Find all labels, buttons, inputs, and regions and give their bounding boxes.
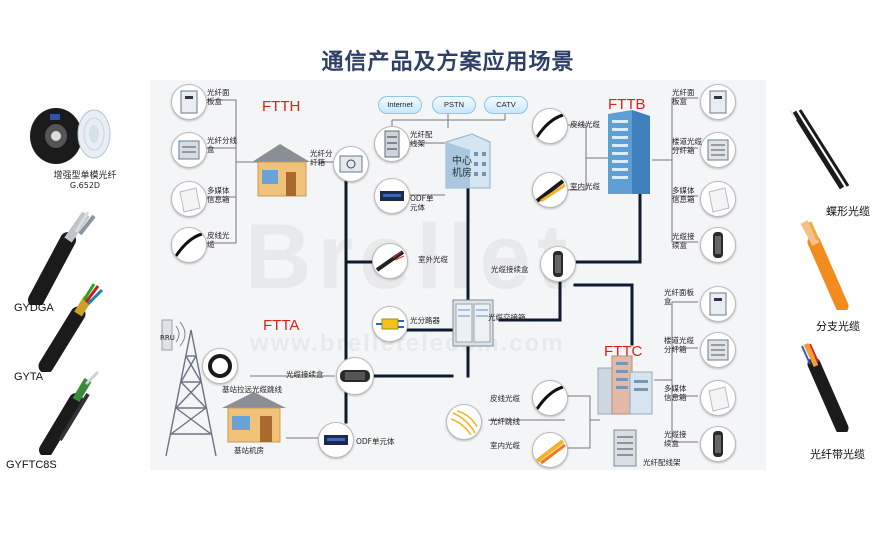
odf-unit-icon <box>374 178 410 214</box>
label-ftth-panel: 光纤面 板盒 <box>207 88 230 106</box>
central-office-label: 中心 机房 <box>452 156 472 179</box>
cable-branch-image <box>800 220 849 310</box>
label-closure-center: 光缆接续盒 <box>491 265 529 274</box>
product-fiber-name: 增强型单模光纤 <box>53 171 117 181</box>
label-ftth-drop: 皮线光 缆 <box>207 231 230 249</box>
ftth-drop-cable-icon <box>171 227 207 263</box>
label-fttb-panel: 光纤面 板盒 <box>672 88 695 106</box>
fttb-indoor-cable-icon <box>532 172 568 208</box>
label-odf-unit-ftta: ODF单元体 <box>356 437 395 446</box>
cable-gyftc8s-image <box>39 370 100 455</box>
central-office-building <box>445 133 491 189</box>
label-fttb-media: 多媒体 信息箱 <box>672 186 695 204</box>
label-fttc-jumper: 光纤跳线 <box>490 417 520 426</box>
fttc-frame-cabinet <box>613 429 637 467</box>
label-fttc-panel: 光纤面板 盒 <box>664 288 694 306</box>
ftta-odf-unit-icon <box>318 422 354 458</box>
fttc-buildings <box>597 355 653 415</box>
ftta-tower <box>161 319 217 457</box>
fttc-jumper-icon <box>446 404 482 440</box>
fttb-media-box-icon <box>700 181 736 217</box>
label-fttc-media: 多媒体 信息箱 <box>664 384 687 402</box>
outdoor-cable-icon <box>372 243 408 279</box>
product-gyta-label: GYTA <box>14 371 44 383</box>
product-branch-label: 分支光缆 <box>816 320 860 333</box>
ftth-panel-box-icon <box>171 84 207 120</box>
fttc-drop-cable-icon <box>532 380 568 416</box>
label-fttc-floor: 楼道光缆 分纤箱 <box>664 336 694 354</box>
cloud-pstn: PSTN <box>432 96 476 114</box>
label-fttb-floor: 楼道光缆 分纤箱 <box>672 137 702 155</box>
fiber-spool-image <box>30 108 111 164</box>
label-fttb-indoor: 室内光缆 <box>570 182 600 191</box>
fttb-caption: FTTB <box>608 96 646 113</box>
base-station-room <box>222 392 286 443</box>
label-splitter: 光分路器 <box>410 316 440 325</box>
cloud-internet: Internet <box>378 96 422 114</box>
fttc-panel-box-icon <box>700 286 736 322</box>
label-fttc-indoor: 室内光缆 <box>490 441 520 450</box>
ftta-caption: FTTA <box>263 317 300 334</box>
label-fttc-drop: 皮线光缆 <box>490 394 520 403</box>
ftth-media-box-icon <box>171 181 207 217</box>
cloud-catv: CATV <box>484 96 528 114</box>
rru-label: RRU <box>160 334 175 342</box>
product-gyftc8s-label: GYFTC8S <box>6 459 57 471</box>
watermark-url: www.brelletelecom.com <box>250 330 565 357</box>
splitter-icon <box>372 306 408 342</box>
label-fttb-drop: 皮线光缆 <box>570 120 600 129</box>
label-odf-unit: ODF单 元体 <box>410 194 434 212</box>
fttb-closure-icon <box>540 246 576 282</box>
cable-butterfly-image <box>789 109 850 190</box>
label-base-room: 基站机房 <box>234 446 264 455</box>
product-fiber-sub: G.652D <box>69 181 101 190</box>
product-gydga-label: GYDGA <box>14 302 54 314</box>
cable-ribbon-image <box>801 342 849 432</box>
label-fttc-closure: 光缆接 续盒 <box>664 430 687 448</box>
ftth-house <box>252 144 310 197</box>
label-ftth-media: 多媒体 信息箱 <box>207 186 230 204</box>
fttc-floor-box-icon <box>700 332 736 368</box>
label-odf-frame: 光纤配 线架 <box>410 130 433 148</box>
label-fttc-frame: 光纤配线架 <box>643 458 681 467</box>
label-fttb-closure: 光缆接 续盒 <box>672 232 695 250</box>
product-ribbon-label: 光纤带光缆 <box>810 448 865 461</box>
label-ftth-split-box: 光纤分 纤箱 <box>310 149 333 167</box>
page-title: 通信产品及方案应用场景 <box>321 50 575 75</box>
cable-gydga-image <box>28 211 96 305</box>
product-butterfly-label: 蝶形光缆 <box>826 205 870 218</box>
fttc-media-box-icon <box>700 380 736 416</box>
fttc-indoor-cable-icon <box>532 432 568 468</box>
center-closure-icon <box>336 357 374 395</box>
label-cross-box: 光缆交接箱 <box>488 313 526 322</box>
label-outdoor-cable: 室外光缆 <box>418 255 448 264</box>
cable-gyta-image <box>38 283 104 372</box>
fttb-building <box>608 110 650 194</box>
ftth-split-box-icon <box>333 146 369 182</box>
label-closure-ftta: 光缆接续盒 <box>286 370 324 379</box>
ftta-jumper-icon <box>202 348 238 384</box>
ftth-splitter-box-icon <box>171 132 207 168</box>
label-ftth-splitter: 光纤分线 盒 <box>207 136 237 154</box>
fttb-panel-box-icon <box>700 84 736 120</box>
cross-box-cabinet <box>452 299 494 347</box>
ftth-caption: FTTH <box>262 98 301 115</box>
odf-frame-icon <box>374 126 410 162</box>
fttb-closure-right-icon <box>700 227 736 263</box>
fttb-drop-cable-icon <box>532 108 568 144</box>
fttb-floor-box-icon <box>700 132 736 168</box>
fttc-closure-icon <box>700 426 736 462</box>
label-jumper-base: 基站拉远光缆跳线 <box>222 385 282 394</box>
